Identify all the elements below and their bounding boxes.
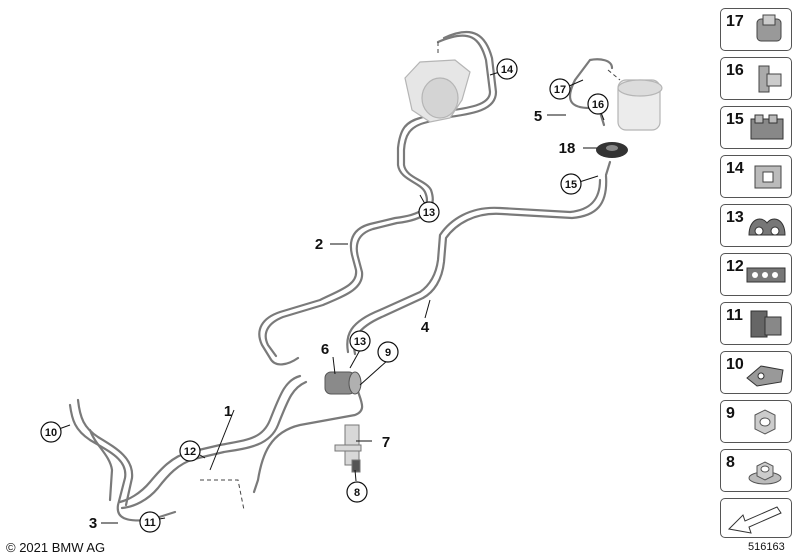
bracket-10-icon <box>746 365 784 387</box>
callout-13-lower: 13 <box>349 330 371 352</box>
callout-14: 14 <box>496 58 518 80</box>
legend-item-15[interactable]: 15 <box>720 106 792 149</box>
legend-number: 10 <box>726 356 744 373</box>
fuel-line-4 <box>346 178 602 354</box>
flange-nut-8-icon <box>748 461 782 485</box>
fuel-pump-unit-left <box>404 59 471 123</box>
legend-number: 12 <box>726 258 744 275</box>
callout-4: 4 <box>421 319 430 336</box>
callout-7: 7 <box>382 434 390 451</box>
callout-15: 15 <box>560 173 582 195</box>
callout-2: 2 <box>315 236 323 253</box>
svg-text:15: 15 <box>565 179 577 191</box>
legend-item-9[interactable]: 9 <box>720 400 792 443</box>
legend-item-12[interactable]: 12 <box>720 253 792 296</box>
fuel-lines-diagram: 1 2 3 4 5 6 7 18 8 9 10 11 12 13 13 14 1… <box>40 30 663 533</box>
direction-arrow-icon <box>727 506 782 534</box>
clip-11-icon <box>750 310 782 338</box>
fuel-line-5 <box>568 58 614 127</box>
callout-16: 16 <box>587 93 609 115</box>
legend-number: 17 <box>726 13 744 30</box>
clip-13-icon <box>748 218 786 236</box>
svg-text:13: 13 <box>354 336 366 348</box>
svg-text:9: 9 <box>385 347 391 359</box>
callout-1: 1 <box>224 403 232 420</box>
fuel-line-1 <box>118 374 302 504</box>
callout-18: 18 <box>559 140 576 157</box>
legend-item-16[interactable]: 16 <box>720 57 792 100</box>
callout-3: 3 <box>89 515 97 532</box>
svg-text:17: 17 <box>554 84 566 96</box>
callout-13-upper: 13 <box>418 201 440 223</box>
grommet-18 <box>596 142 628 158</box>
svg-text:13: 13 <box>423 207 435 219</box>
legend-number: 8 <box>726 454 735 471</box>
fuel-pump-unit-right <box>617 79 663 131</box>
clip-15-icon <box>750 114 784 140</box>
callout-8: 8 <box>346 481 368 503</box>
copyright-text: © 2021 BMW AG <box>6 540 106 555</box>
svg-text:10: 10 <box>45 427 57 439</box>
callout-6: 6 <box>321 341 329 358</box>
callout-10: 10 <box>40 421 62 443</box>
clip-12-icon <box>746 267 786 283</box>
callout-9: 9 <box>377 341 399 363</box>
clip-14-icon <box>754 165 782 189</box>
legend-item-11[interactable]: 11 <box>720 302 792 345</box>
fuel-filter-6 <box>324 371 362 395</box>
callout-17: 17 <box>549 78 571 100</box>
svg-text:8: 8 <box>354 487 360 499</box>
hex-nut-9-icon <box>754 409 776 435</box>
legend-item-14[interactable]: 14 <box>720 155 792 198</box>
legend-number: 16 <box>726 62 744 79</box>
legend-number: 9 <box>726 405 735 422</box>
callout-5: 5 <box>534 108 542 125</box>
legend-number: 15 <box>726 111 744 128</box>
svg-text:14: 14 <box>501 64 514 76</box>
legend-number: 13 <box>726 209 744 226</box>
clip-16-icon <box>758 65 782 93</box>
clip-17-icon <box>756 14 782 42</box>
legend-item-13[interactable]: 13 <box>720 204 792 247</box>
parts-legend: 17 16 15 14 13 1 <box>720 8 792 538</box>
bracket-7 <box>334 424 362 473</box>
fuel-line-3 <box>68 403 177 522</box>
diagram-id: 516163 <box>748 541 785 553</box>
legend-item-8[interactable]: 8 <box>720 449 792 492</box>
legend-item-10[interactable]: 10 <box>720 351 792 394</box>
legend-arrow-box <box>720 498 792 538</box>
legend-item-17[interactable]: 17 <box>720 8 792 51</box>
svg-text:16: 16 <box>592 99 604 111</box>
legend-number: 11 <box>726 307 743 324</box>
callout-12: 12 <box>179 440 201 462</box>
svg-text:11: 11 <box>144 517 156 529</box>
legend-number: 14 <box>726 160 744 177</box>
callout-11: 11 <box>139 511 161 533</box>
svg-text:12: 12 <box>184 446 196 458</box>
